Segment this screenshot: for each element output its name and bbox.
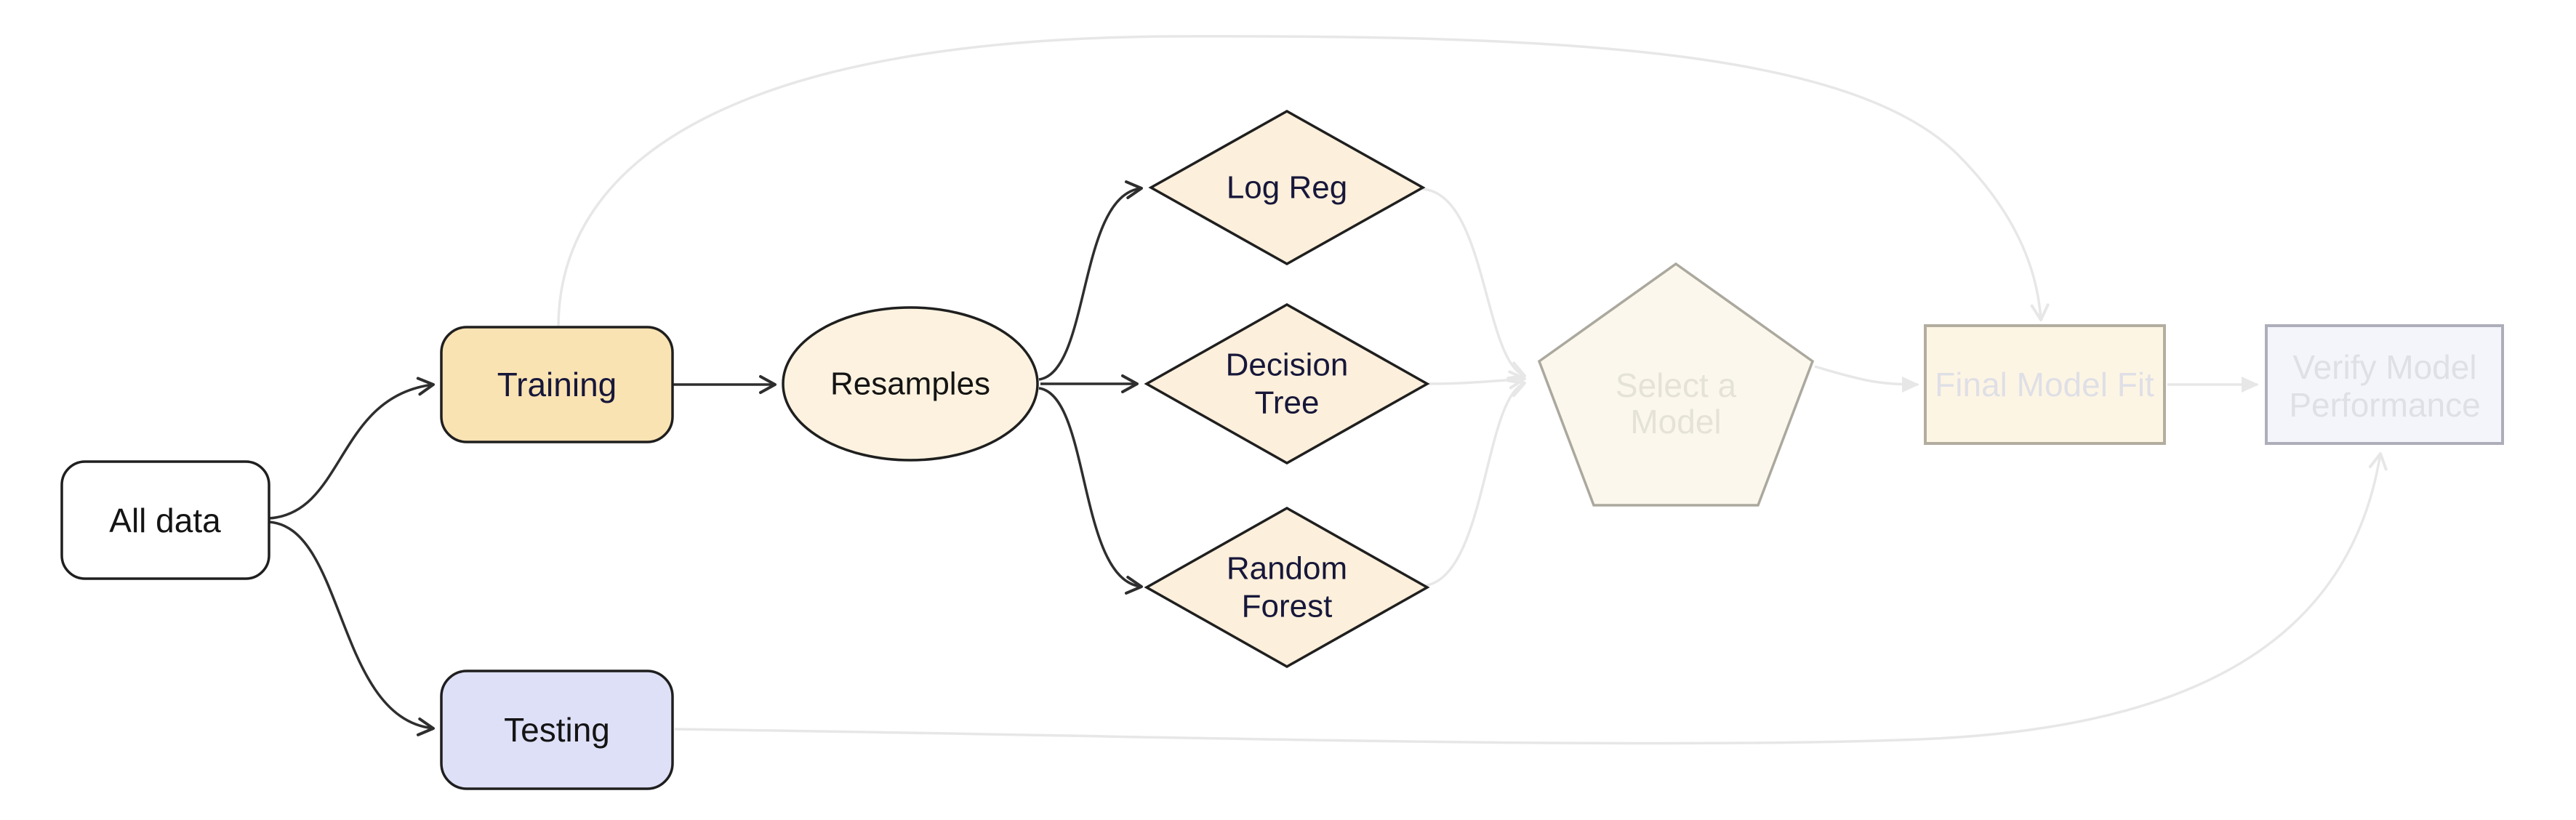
random-forest-label-line1: Random xyxy=(1227,551,1347,587)
training-label: Training xyxy=(497,366,617,403)
edge-resamples-to-log-reg xyxy=(1038,180,1143,381)
final-model-fit-box xyxy=(1924,324,2166,445)
node-decision-tree: Decision Tree xyxy=(1144,302,1430,465)
edge-training-to-final-model-fit xyxy=(557,35,2050,326)
edge-all-data-to-training xyxy=(268,377,435,520)
log-reg-label: Log Reg xyxy=(1227,170,1347,206)
verify-model-performance-box xyxy=(2265,324,2504,445)
node-log-reg: Log Reg xyxy=(1148,109,1426,266)
select-model-label-line2: Model xyxy=(1630,403,1721,441)
edge-select-model-to-final-model-fit xyxy=(1814,365,1919,393)
node-training: Training xyxy=(440,326,674,443)
testing-label: Testing xyxy=(504,711,610,749)
training-box xyxy=(440,326,674,443)
log-reg-diamond xyxy=(1148,109,1426,266)
resamples-label: Resamples xyxy=(830,366,990,402)
select-model-label-line1: Select a xyxy=(1616,366,1737,404)
edges-layer xyxy=(268,35,2388,745)
resamples-ellipse xyxy=(782,306,1039,462)
edge-random-forest-to-select-model xyxy=(1422,379,1526,587)
node-final-model-fit: Final Model Fit xyxy=(1924,324,2166,445)
verify-model-performance-label-line2: Performance xyxy=(2289,386,2480,424)
edge-testing-to-verify xyxy=(674,452,2388,745)
select-model-pentagon xyxy=(1537,262,1815,507)
final-model-fit-label: Final Model Fit xyxy=(1935,366,2154,403)
node-testing: Testing xyxy=(440,670,674,790)
random-forest-diamond xyxy=(1144,506,1430,669)
testing-box xyxy=(440,670,674,790)
decision-tree-label-line1: Decision xyxy=(1226,347,1349,383)
decision-tree-diamond xyxy=(1144,302,1430,465)
node-all-data: All data xyxy=(60,460,270,580)
all-data-label: All data xyxy=(109,502,221,539)
edge-decision-tree-to-select-model xyxy=(1428,370,1526,390)
random-forest-label-line2: Forest xyxy=(1242,589,1333,624)
edge-all-data-to-testing xyxy=(268,520,435,736)
all-data-box xyxy=(60,460,270,580)
verify-model-performance-label-line1: Verify Model xyxy=(2292,348,2476,386)
edge-resamples-to-random-forest xyxy=(1038,387,1143,595)
node-verify-model-performance: Verify Model Performance xyxy=(2265,324,2504,445)
node-select-model: Select a Model xyxy=(1537,262,1815,507)
node-resamples: Resamples xyxy=(782,306,1039,462)
node-random-forest: Random Forest xyxy=(1144,506,1430,669)
edge-log-reg-to-select-model xyxy=(1422,188,1526,379)
decision-tree-label-line2: Tree xyxy=(1255,385,1320,421)
